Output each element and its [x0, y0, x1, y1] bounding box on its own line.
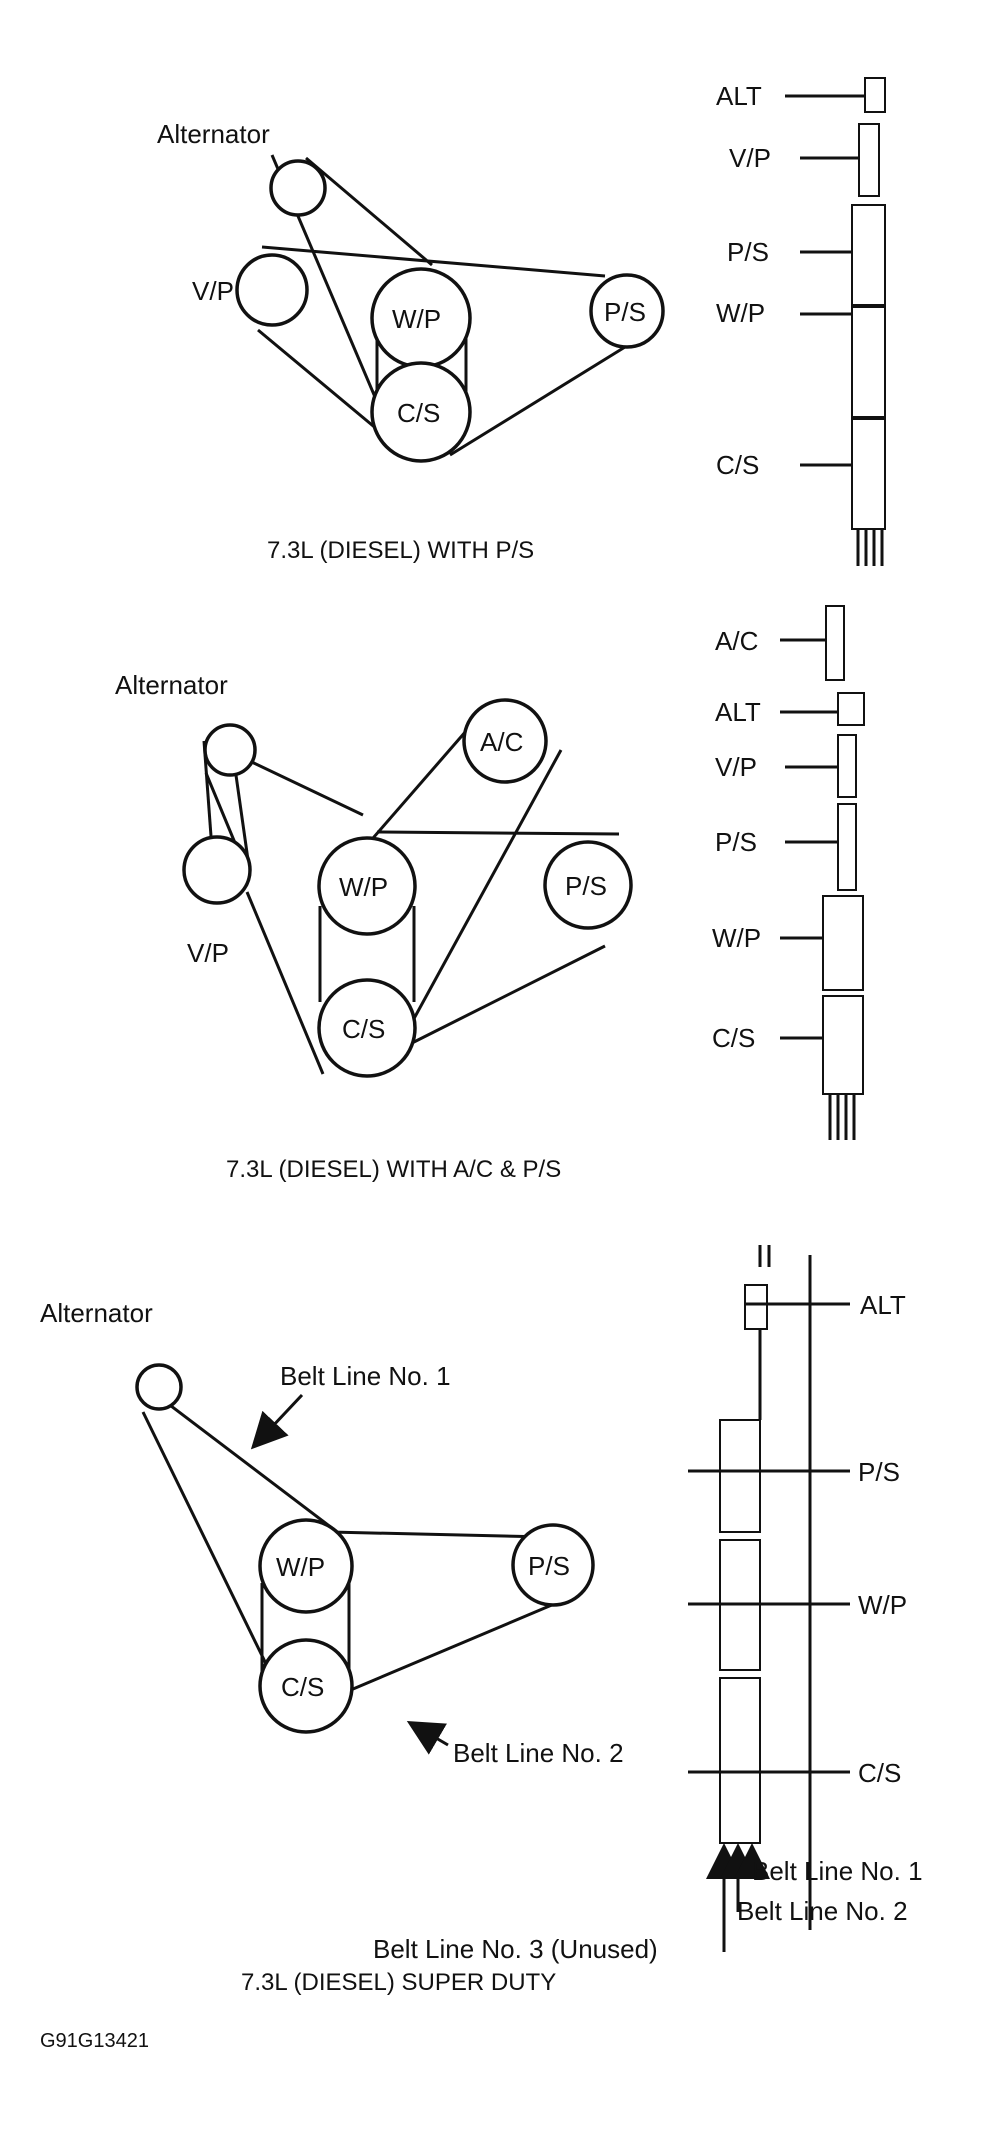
stack-segment-alt — [864, 77, 886, 113]
belt-segment — [376, 830, 620, 836]
ps-label: P/S — [565, 871, 607, 901]
alternator-pulley — [203, 723, 257, 777]
belt-segment — [329, 1530, 549, 1539]
wp-label: W/P — [392, 304, 441, 334]
stack-label-alt: ALT — [716, 81, 762, 111]
wp-label: W/P — [339, 872, 388, 902]
cs-label: C/S — [397, 398, 440, 428]
cs-label: C/S — [342, 1014, 385, 1044]
cs-pulley — [258, 1638, 354, 1734]
stack-segment-wp — [822, 895, 864, 991]
diagram-2-belt-stack: A/C ALT V/P P/S W/P C/S — [712, 605, 865, 1140]
stack-segment-wp — [851, 306, 886, 418]
belt-segment — [245, 891, 325, 1075]
belt-segment — [141, 1411, 272, 1673]
vp-label: V/P — [192, 276, 234, 306]
vp-pulley — [235, 253, 309, 327]
ps-pulley — [511, 1523, 595, 1607]
diagram-3-pulley-layout: Alternator Belt Line No. 1 Belt Line No.… — [40, 1298, 624, 1996]
arrow-label-belt-1: Belt Line No. 1 — [752, 1856, 923, 1886]
alternator-label: Alternator — [157, 119, 270, 149]
stack-label-cs: C/S — [716, 450, 759, 480]
stack-segment-alt — [744, 1284, 768, 1330]
diagram-2-pulley-layout: Alternator V/P A/C W/P C/S P/S 7.3L (DIE… — [115, 670, 633, 1183]
wp-label: W/P — [276, 1552, 325, 1582]
ac-pulley — [462, 698, 548, 784]
stack-segment-ps — [851, 204, 886, 306]
wp-pulley — [258, 1518, 354, 1614]
belt-segment — [236, 753, 364, 817]
stack-label-ac: A/C — [715, 626, 758, 656]
belt-segment — [449, 345, 626, 457]
belt-line-2-label: Belt Line No. 2 — [453, 1738, 624, 1768]
alternator-label: Alternator — [115, 670, 228, 700]
diagram-1-caption: 7.3L (DIESEL) WITH P/S — [267, 537, 534, 564]
vp-label: V/P — [187, 938, 229, 968]
cs-pulley — [317, 978, 417, 1078]
stack-label-wp: W/P — [858, 1590, 907, 1620]
belt-segment — [261, 245, 606, 278]
alternator-pulley — [135, 1363, 183, 1411]
diagram-1-belt-stack: ALT V/P P/S W/P C/S — [716, 77, 886, 566]
arrow-label-belt-3: Belt Line No. 3 (Unused) — [373, 1934, 658, 1964]
stack-segment-vp — [837, 734, 857, 798]
belt-line-1-label: Belt Line No. 1 — [280, 1361, 451, 1391]
stack-segment-vp — [858, 123, 880, 197]
stack-segment-cs — [719, 1677, 761, 1844]
stack-label-ps: P/S — [727, 237, 769, 267]
vp-pulley — [182, 835, 252, 905]
ps-pulley — [543, 840, 633, 930]
stack-segment-ps — [719, 1419, 761, 1533]
belt-line-2 — [326, 1597, 567, 1702]
belt-segment — [403, 749, 563, 1036]
stack-label-alt: ALT — [715, 697, 761, 727]
diagram-3-belt-stack: ALT P/S W/P C/S Belt Line No. 1 Belt Lin… — [373, 1245, 923, 1964]
diagram-2-caption: 7.3L (DIESEL) WITH A/C & P/S — [226, 1156, 561, 1183]
stack-label-wp: W/P — [712, 923, 761, 953]
stack-segment-ac — [825, 605, 845, 681]
belt-segment — [305, 156, 433, 267]
alternator-pulley — [269, 159, 327, 217]
wp-pulley — [317, 836, 417, 936]
stack-label-vp: V/P — [715, 752, 757, 782]
arrow-label-belt-2: Belt Line No. 2 — [737, 1896, 908, 1926]
stack-label-ps: P/S — [858, 1457, 900, 1487]
ps-label: P/S — [528, 1551, 570, 1581]
belt-line-1 — [149, 1388, 333, 1530]
cs-label: C/S — [281, 1672, 324, 1702]
ac-label: A/C — [480, 727, 523, 757]
stack-label-wp: W/P — [716, 298, 765, 328]
cs-pulley — [370, 361, 472, 463]
figure-code: G91G13421 — [40, 2030, 149, 2052]
belt-segment — [257, 328, 379, 432]
stack-segment-ps — [837, 803, 857, 891]
stack-segment-alt — [837, 692, 865, 726]
stack-label-vp: V/P — [729, 143, 771, 173]
stack-segment-cs — [851, 418, 886, 530]
belt-line-2-arrow — [406, 1720, 449, 1755]
belt-segment — [407, 944, 606, 1047]
stack-label-ps: P/S — [715, 827, 757, 857]
diagram-1-pulley-layout: Alternator V/P W/P C/S P/S 7.3L (DIESEL)… — [157, 119, 665, 564]
stack-label-alt: ALT — [860, 1290, 906, 1320]
belt-line-1-arrow — [250, 1393, 304, 1450]
stack-label-cs: C/S — [712, 1023, 755, 1053]
stack-segment-cs — [822, 995, 864, 1095]
diagram-3-caption: 7.3L (DIESEL) SUPER DUTY — [241, 1969, 556, 1996]
ps-pulley — [589, 273, 665, 349]
ps-label: P/S — [604, 297, 646, 327]
stack-label-cs: C/S — [858, 1758, 901, 1788]
alternator-label: Alternator — [40, 1298, 153, 1328]
